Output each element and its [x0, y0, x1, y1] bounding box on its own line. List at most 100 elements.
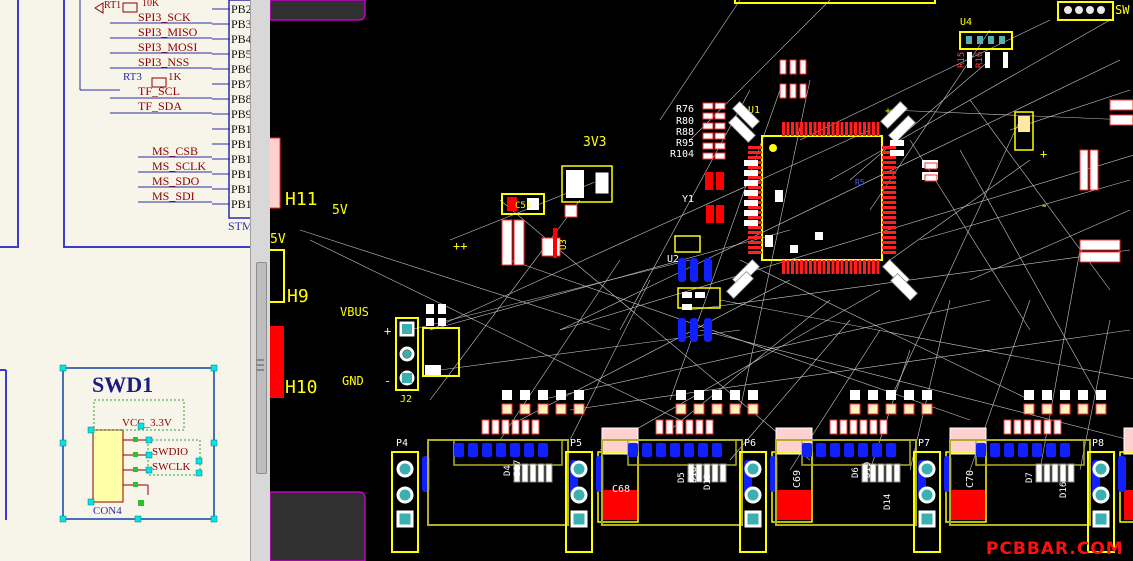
net-label: TF_SCL — [138, 84, 180, 98]
designator: Y1 — [682, 194, 694, 205]
designator: R80 — [676, 116, 694, 127]
net-label: MS_SCLK — [152, 159, 206, 173]
svg-text:PB1: PB1 — [231, 167, 250, 181]
designator: P7 — [918, 438, 930, 449]
net-label: SWDIO — [152, 446, 188, 458]
header-label: H9 — [287, 286, 309, 307]
svg-text:R16: R16 — [975, 52, 985, 68]
svg-text:+: + — [885, 106, 891, 117]
svg-text:D13: D13 — [703, 474, 713, 490]
net-label: 5V — [270, 232, 286, 247]
designator: J2 — [400, 394, 412, 405]
connector-row — [391, 390, 1133, 553]
svg-text:D6: D6 — [851, 467, 861, 478]
svg-text:D5: D5 — [677, 472, 687, 483]
svg-text:PB9: PB9 — [231, 107, 250, 121]
u4-footprint[interactable] — [959, 31, 1013, 50]
designator: R104 — [670, 149, 694, 160]
svg-text:D16: D16 — [1059, 482, 1069, 498]
svg-text:PB6: PB6 — [231, 62, 250, 76]
net-label: SWCLK — [152, 461, 191, 473]
pcb-canvas[interactable]: SW U4 R15 R16 + - R76 R80 R88 — [270, 0, 1133, 561]
svg-text:D19: D19 — [863, 462, 873, 478]
svg-text:RT3: RT3 — [123, 71, 142, 83]
designator: C69 — [792, 470, 803, 488]
designator: U2 — [667, 254, 679, 265]
header-label: H11 — [285, 189, 318, 210]
svg-text:1K: 1K — [168, 71, 182, 83]
designator: SW — [1115, 3, 1130, 17]
svg-text:PB2: PB2 — [231, 2, 250, 16]
schematic-canvas[interactable]: RT1 10K RT3 1K SPI3_SCK SPI3_MISO SPI3_M… — [0, 0, 250, 561]
net-label: MS_CSB — [152, 144, 198, 158]
header-label: H10 — [285, 377, 318, 398]
svg-text:R15: R15 — [957, 52, 967, 68]
schematic-panel[interactable]: RT1 10K RT3 1K SPI3_SCK SPI3_MISO SPI3_M… — [0, 0, 250, 561]
net-label: SPI3_NSS — [138, 55, 189, 69]
grip-icon — [256, 356, 264, 376]
svg-text:10K: 10K — [142, 0, 160, 9]
svg-text:-: - — [384, 374, 391, 388]
mcu-body[interactable] — [228, 0, 250, 219]
svg-text:U3: U3 — [559, 239, 569, 250]
watermark: PCBBAR.COM — [986, 539, 1124, 559]
designator: C70 — [965, 470, 976, 488]
resistor-rt3[interactable] — [151, 77, 167, 88]
board-cutout — [270, 0, 366, 21]
designator: P6 — [744, 438, 756, 449]
designator: R95 — [676, 138, 694, 149]
svg-text:D18: D18 — [689, 467, 699, 483]
designator: C51 — [515, 201, 531, 211]
part-ref: STM — [228, 219, 250, 233]
svg-text:PB1: PB1 — [231, 137, 250, 151]
board-cutout — [270, 491, 366, 561]
designator: P5 — [570, 438, 582, 449]
net-label: 5V — [332, 203, 348, 218]
svg-text:++: ++ — [453, 239, 467, 253]
svg-text:D17: D17 — [513, 460, 523, 476]
designator: U4 — [960, 17, 972, 28]
net-label: SPI3_MISO — [138, 25, 198, 39]
connector-body[interactable] — [92, 429, 124, 503]
svg-text:PB4: PB4 — [231, 32, 250, 46]
svg-text:PB1: PB1 — [231, 197, 250, 211]
designator: R88 — [676, 127, 694, 138]
connector-ref: CON4 — [93, 505, 122, 517]
designator: P4 — [396, 438, 408, 449]
net-label: VCC_3.3V — [122, 417, 172, 429]
net-label: SPI3_MOSI — [138, 40, 197, 54]
j2-footprint[interactable] — [395, 317, 419, 391]
svg-text:PB1: PB1 — [231, 152, 250, 166]
svg-text:R5: R5 — [855, 178, 865, 187]
net-label: MS_SDO — [152, 174, 200, 188]
mcu-pins — [748, 122, 896, 274]
svg-text:+: + — [1040, 147, 1047, 161]
svg-text:PB1: PB1 — [231, 182, 250, 196]
net-label: VBUS — [340, 305, 369, 319]
net-label: 3V3 — [583, 135, 606, 150]
svg-text:D14: D14 — [883, 494, 893, 510]
svg-text:PB5: PB5 — [231, 47, 250, 61]
svg-text:D4: D4 — [503, 465, 513, 476]
designator: U1 — [748, 105, 760, 116]
regulator-footprint[interactable] — [561, 165, 613, 203]
svg-text:PB8: PB8 — [231, 92, 250, 106]
resistor-label: RT1 — [104, 0, 121, 11]
designator: P8 — [1092, 438, 1104, 449]
designator: C68 — [612, 484, 630, 495]
swd-title: SWD1 — [92, 372, 153, 397]
designator: R76 — [676, 104, 694, 115]
svg-text:D7: D7 — [1025, 472, 1035, 483]
net-label: GND — [342, 374, 364, 388]
pcb-layout-panel[interactable]: SW U4 R15 R16 + - R76 R80 R88 — [270, 0, 1133, 561]
svg-text:PB1: PB1 — [231, 122, 250, 136]
svg-text:+: + — [384, 324, 391, 338]
switch-footprint[interactable] — [1057, 1, 1114, 21]
net-label: SPI3_SCK — [138, 10, 191, 24]
scrollbar-thumb[interactable] — [256, 262, 267, 474]
resistor-rt1[interactable] — [122, 2, 138, 13]
net-label: TF_SDA — [138, 99, 182, 113]
panel-splitter[interactable] — [250, 0, 271, 561]
svg-text:-: - — [1040, 198, 1048, 214]
svg-text:PB3: PB3 — [231, 17, 250, 31]
